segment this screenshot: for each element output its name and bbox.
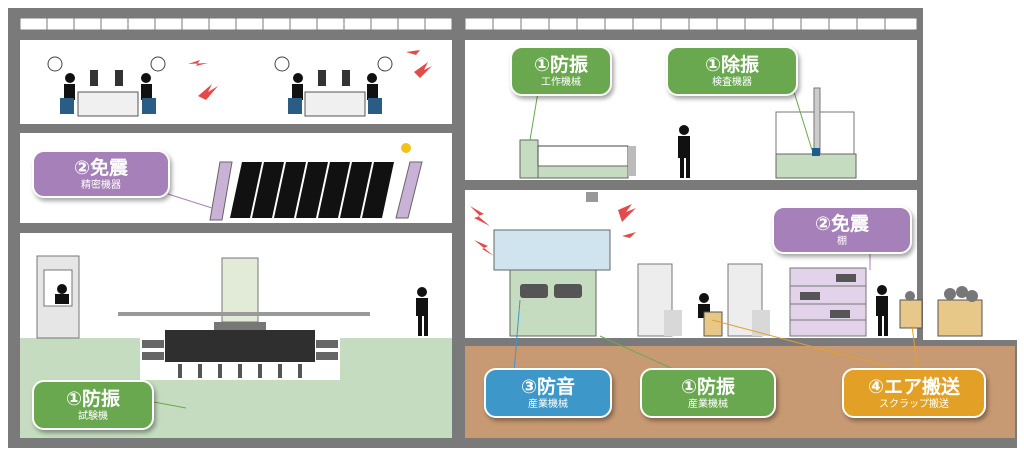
callout-vibration-industrial: ①防振 産業機械 (640, 368, 776, 418)
callout-subtitle: 工作機械 (541, 76, 581, 88)
storage-racks (637, 263, 770, 337)
callout-title: ①防振 (533, 53, 589, 76)
vibration-bolt-icons-production (470, 204, 636, 256)
scrap-bins (899, 286, 983, 337)
server-racks (209, 143, 423, 221)
callout-title: ①防振 (680, 375, 736, 398)
callout-soundproof-industrial: ③防音 産業機械 (484, 368, 612, 418)
callout-title: ①防振 (65, 387, 121, 410)
callout-air-transport-scrap: ④エア搬送 スクラップ搬送 (842, 368, 986, 418)
callout-title: ④エア搬送 (867, 375, 961, 398)
office-desk-right (288, 70, 382, 117)
crane-rail (465, 190, 917, 198)
callout-vibration-machine-tools: ①防振 工作機械 (510, 46, 612, 96)
control-booth (36, 255, 80, 339)
callout-subtitle: 棚 (837, 235, 847, 247)
vibration-bolt-icons-office (188, 50, 432, 100)
callout-subtitle: 産業機械 (688, 398, 728, 410)
press-machine (493, 192, 611, 337)
worker-test-lab (416, 287, 428, 336)
worker-production (698, 293, 723, 337)
office-desk-left (60, 70, 156, 117)
machine-tool (519, 139, 636, 179)
inspection-machine (775, 87, 857, 179)
callout-title: ②免震 (814, 212, 870, 235)
worker-scrap (876, 285, 888, 336)
seismic-shelf (789, 267, 867, 337)
callout-title: ③防音 (520, 375, 576, 398)
callout-leader-lines (153, 91, 919, 409)
callout-subtitle: スクラップ搬送 (879, 398, 949, 410)
callout-title: ②免震 (73, 156, 129, 179)
vibration-test-machine (118, 257, 370, 378)
callout-seismic-shelf: ②免震 棚 (772, 206, 912, 254)
worker-machining (678, 125, 690, 178)
callout-vibration-test-machine: ①防振 試験機 (32, 380, 154, 430)
callout-subtitle: 精密機器 (81, 179, 121, 191)
callout-seismic-precision: ②免震 精密機器 (32, 150, 170, 198)
callout-vibration-removal-inspection: ①除振 検査機器 (666, 46, 798, 96)
callout-title: ①除振 (704, 53, 760, 76)
callout-subtitle: 検査機器 (712, 76, 752, 88)
callout-subtitle: 産業機械 (528, 398, 568, 410)
annoyance-icons-office (47, 56, 393, 72)
callout-subtitle: 試験機 (78, 410, 108, 422)
